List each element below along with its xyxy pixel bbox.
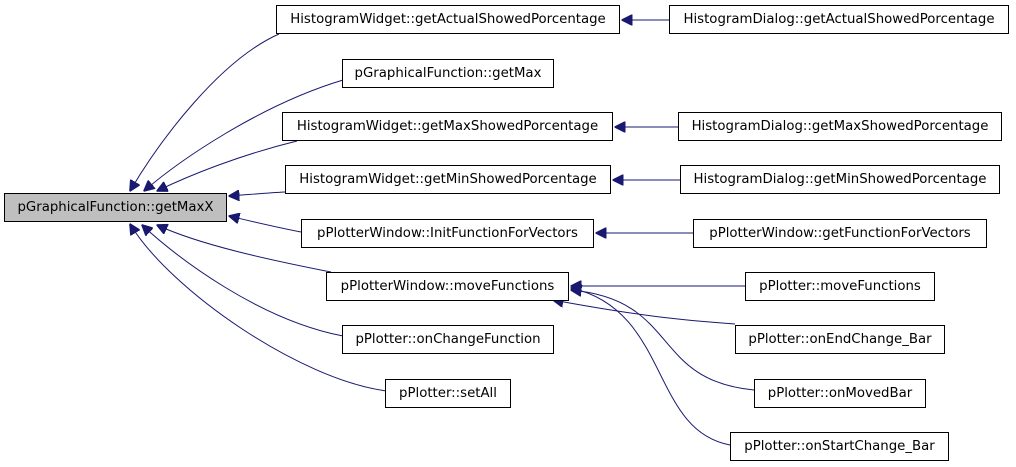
edge-pw_init-to-root <box>229 216 302 233</box>
edge-pgf_getmax-to-root <box>144 79 344 191</box>
node-pplotter-movefunctions[interactable]: pPlotter::moveFunctions <box>745 272 935 301</box>
node-pplotter-onchangefunction[interactable]: pPlotter::onChangeFunction <box>342 325 554 354</box>
edge-hw_max-to-root <box>157 140 298 191</box>
node-root-getmaxx[interactable]: pGraphicalFunction::getMaxX <box>4 193 227 222</box>
edge-pw_move-to-root <box>157 225 332 273</box>
node-histogramdialog-getmax[interactable]: HistogramDialog::getMaxShowedPorcentage <box>678 112 1002 141</box>
node-pplotterwindow-getfunctionforvectors[interactable]: pPlotterWindow::getFunctionForVectors <box>693 219 987 248</box>
edge-hw_actual-to-root <box>130 33 280 191</box>
node-histogramdialog-getmin[interactable]: HistogramDialog::getMinShowedPorcentage <box>680 165 1000 194</box>
node-histogramdialog-getactual[interactable]: HistogramDialog::getActualShowedPorcenta… <box>669 5 1009 34</box>
node-pplotter-onstartchange-bar[interactable]: pPlotter::onStartChange_Bar <box>730 432 949 461</box>
node-pgraphicalfunction-getmax[interactable]: pGraphicalFunction::getMax <box>342 59 554 88</box>
edge-pp_change-to-root <box>142 225 344 337</box>
edge-pp_setall-to-root <box>130 224 388 392</box>
node-histogramwidget-getmin[interactable]: HistogramWidget::getMinShowedPorcentage <box>285 165 611 194</box>
node-pplotter-onmovedbar[interactable]: pPlotter::onMovedBar <box>754 379 926 408</box>
node-pplotter-setall[interactable]: pPlotter::setAll <box>385 379 511 408</box>
node-histogramwidget-getactual[interactable]: HistogramWidget::getActualShowedPorcenta… <box>276 5 620 34</box>
node-histogramwidget-getmax[interactable]: HistogramWidget::getMaxShowedPorcentage <box>282 112 613 141</box>
node-pplotter-onendchange-bar[interactable]: pPlotter::onEndChange_Bar <box>735 325 945 354</box>
node-pplotterwindow-movefunctions[interactable]: pPlotterWindow::moveFunctions <box>326 272 569 301</box>
edge-pp_endchange-to-pw_move <box>553 300 736 325</box>
node-pplotterwindow-initfunctionforvectors[interactable]: pPlotterWindow::InitFunctionForVectors <box>301 219 594 248</box>
edge-pp_start-to-pw_move <box>571 288 731 446</box>
edge-pp_moved-to-pw_move <box>571 290 755 391</box>
edge-hw_min-to-root <box>229 192 286 196</box>
